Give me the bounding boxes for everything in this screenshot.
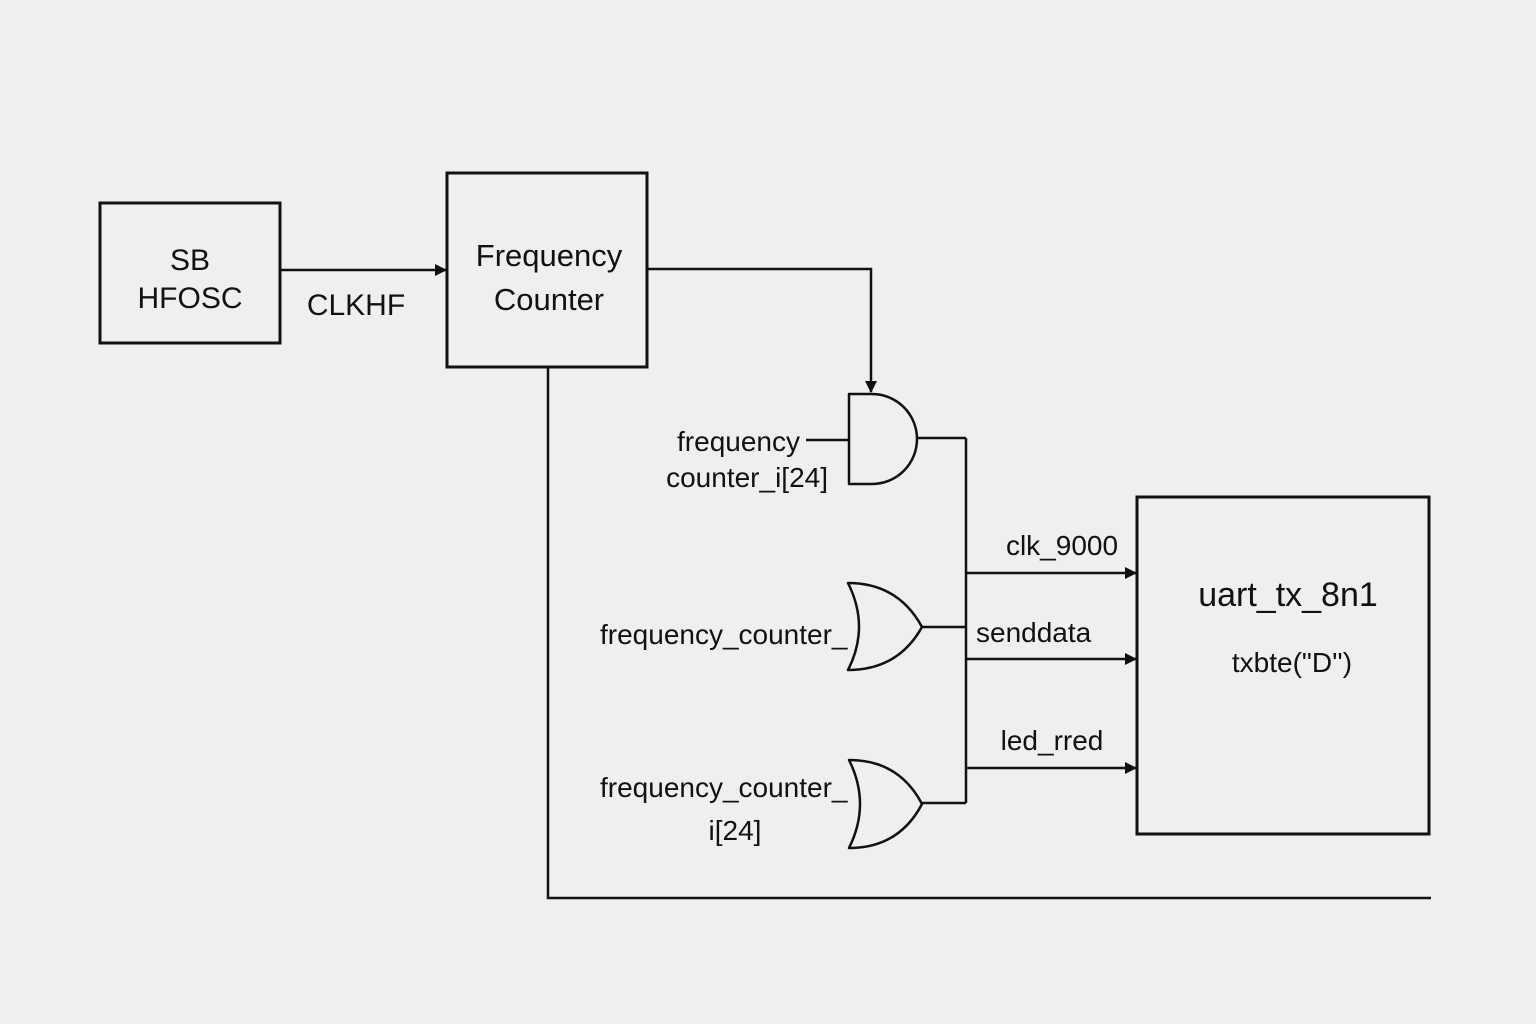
or-gate-1-input-label: frequency_counter_ bbox=[600, 619, 848, 650]
frequency-counter-label-line2: Counter bbox=[494, 282, 604, 317]
or-gate-2-input-label-line1: frequency_counter_ bbox=[600, 772, 848, 803]
and-input-label-line1: frequency bbox=[677, 426, 800, 457]
frequency-counter-label-line1: Frequency bbox=[476, 238, 623, 273]
oscillator-box bbox=[98, 201, 282, 345]
oscillator-block[interactable]: SB HFOSC bbox=[98, 201, 282, 345]
clkhf-label: CLKHF bbox=[307, 289, 405, 322]
frequency-counter-block[interactable]: Frequency Counter bbox=[445, 171, 649, 369]
uart-block[interactable]: uart_tx_8n1 txbte("D'') bbox=[1135, 495, 1431, 836]
uart-box bbox=[1135, 495, 1431, 836]
and-input-label-line2: counter_i[24] bbox=[666, 462, 828, 493]
oscillator-label-line2: HFOSC bbox=[138, 282, 243, 315]
or-gate-1-icon[interactable] bbox=[846, 581, 924, 672]
clk-9000-label: clk_9000 bbox=[1006, 530, 1118, 561]
uart-title: uart_tx_8n1 bbox=[1198, 576, 1378, 614]
or-gate-2-input-label-line2: i[24] bbox=[709, 815, 762, 846]
led-rred-label: led_rred bbox=[1001, 725, 1104, 756]
counter-bus-wire[interactable] bbox=[546, 367, 1431, 900]
counter-to-and-wire[interactable] bbox=[647, 267, 877, 393]
or-gate-2-icon[interactable] bbox=[847, 758, 924, 850]
senddata-label: senddata bbox=[976, 617, 1092, 648]
and-gate-icon[interactable] bbox=[847, 392, 919, 486]
oscillator-label-line1: SB bbox=[170, 244, 210, 277]
uart-subtitle: txbte("D'') bbox=[1232, 647, 1352, 678]
